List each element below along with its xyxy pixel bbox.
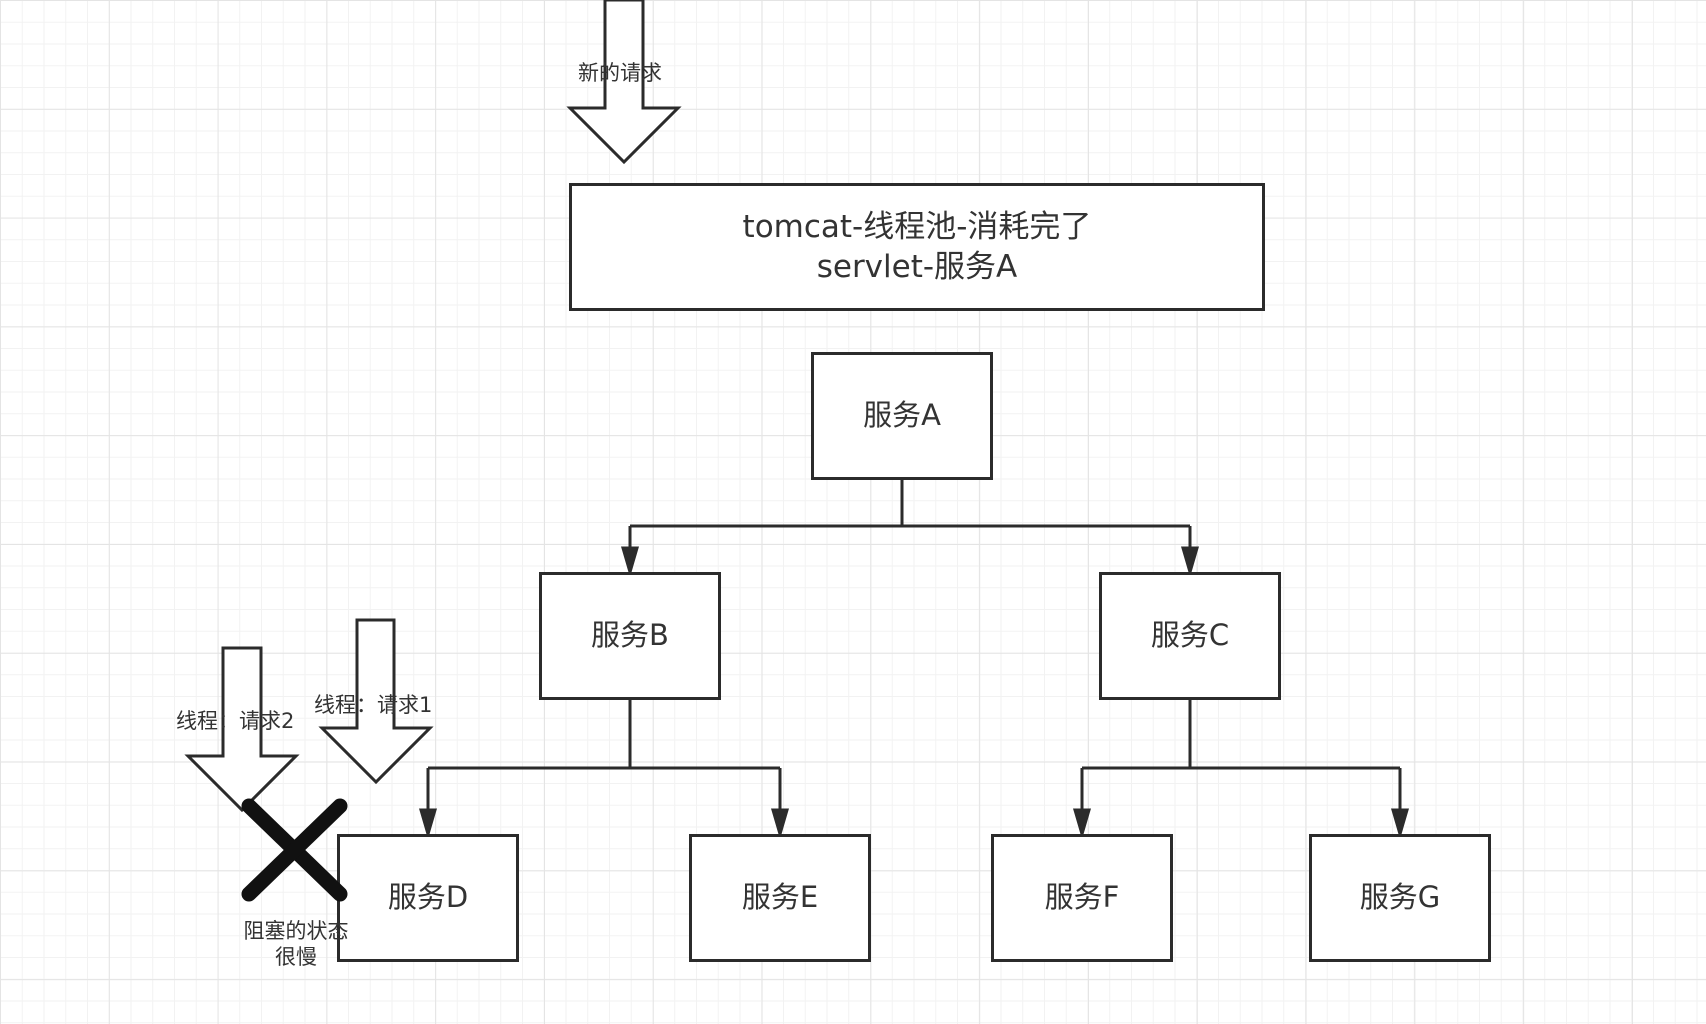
new-request-block-arrow [566, 0, 682, 165]
service-d-box: 服务D [337, 834, 519, 962]
tomcat-thread-pool-box: tomcat-线程池-消耗完了 servlet-服务A [569, 183, 1265, 311]
arrow-to-service-f [1073, 768, 1091, 840]
service-a-box: 服务A [811, 352, 993, 480]
service-c-label: 服务C [1150, 618, 1230, 653]
service-d-label: 服务D [387, 880, 469, 915]
thread-request-1-block-arrow [318, 618, 434, 785]
arrow-to-service-d [419, 768, 437, 840]
tomcat-box-line1: tomcat-线程池-消耗完了 [742, 208, 1092, 245]
thread-request-1-label: 线程：请求1 [314, 693, 433, 717]
connector-a-to-b-c [630, 480, 1190, 528]
connector-b-to-d-e [428, 700, 780, 770]
arrow-to-service-c [1181, 526, 1199, 578]
service-a-label: 服务A [863, 398, 941, 433]
blocked-cross-icon [241, 798, 348, 902]
service-e-box: 服务E [689, 834, 871, 962]
service-b-box: 服务B [539, 572, 721, 700]
service-c-box: 服务C [1099, 572, 1281, 700]
blocked-note: 阻塞的状态 很慢 [226, 918, 366, 971]
thread-request-2-label: 线程：请求2 [176, 709, 295, 733]
arrow-to-service-b [621, 526, 639, 578]
blocked-note-line1: 阻塞的状态 [243, 919, 349, 943]
arrow-to-service-e [771, 768, 789, 840]
thread-request-2-block-arrow [184, 646, 300, 813]
connector-c-to-f-g [1082, 700, 1400, 770]
service-f-box: 服务F [991, 834, 1173, 962]
new-request-label: 新的请求 [578, 61, 662, 85]
blocked-note-line2: 很慢 [275, 945, 317, 970]
tomcat-box-line2: servlet-服务A [816, 249, 1018, 285]
service-g-label: 服务G [1359, 880, 1441, 915]
service-g-box: 服务G [1309, 834, 1491, 962]
service-f-label: 服务F [1044, 880, 1120, 915]
service-b-label: 服务B [591, 618, 669, 653]
arrow-to-service-g [1391, 768, 1409, 840]
service-e-label: 服务E [741, 880, 819, 915]
